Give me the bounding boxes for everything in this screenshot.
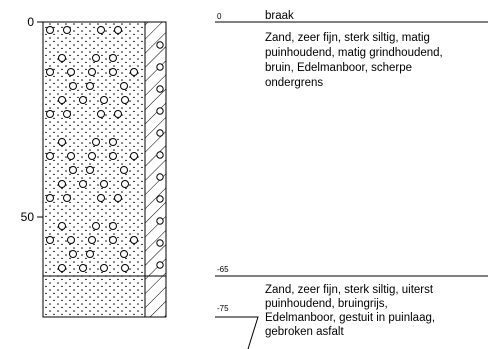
gravel-circle bbox=[120, 82, 128, 90]
depth-tick-50: 50 bbox=[21, 210, 43, 224]
gravel-circle bbox=[114, 110, 122, 118]
gravel-circle bbox=[92, 222, 100, 230]
gravel-circle bbox=[58, 138, 66, 146]
gravel-circle bbox=[109, 54, 117, 62]
layer-1-line-1: Zand, zeer fijn, sterk siltig, matig bbox=[265, 32, 430, 44]
hatch-gravel-circle bbox=[156, 261, 164, 269]
hatch-gravel-circle bbox=[156, 85, 164, 93]
gravel-circle bbox=[58, 264, 66, 272]
gravel-circle bbox=[46, 26, 54, 34]
gravel-circle bbox=[69, 166, 77, 174]
gravel-circle bbox=[97, 194, 105, 202]
layer-1-bottom-depth: -65 bbox=[217, 265, 229, 274]
gravel-circle bbox=[63, 194, 71, 202]
gravel-symbols bbox=[46, 26, 138, 272]
hatch-gravel-circle bbox=[156, 107, 164, 115]
layer-1-line-3: bruin, Edelmanboor, scherpe bbox=[265, 62, 412, 74]
layer-2-line-2: puinhoudend, bruingrijs, bbox=[265, 298, 388, 310]
gravel-circle bbox=[88, 236, 96, 244]
hatch-gravel-circle bbox=[156, 217, 164, 225]
gravel-circle bbox=[114, 26, 122, 34]
gravel-circle bbox=[88, 68, 96, 76]
gravel-circle bbox=[67, 236, 75, 244]
gravel-circle bbox=[58, 96, 66, 104]
lithology-column bbox=[42, 21, 167, 318]
sand-layer-fill bbox=[43, 22, 145, 317]
gravel-circle bbox=[120, 166, 128, 174]
gravel-circle bbox=[130, 152, 138, 160]
gravel-circle bbox=[67, 152, 75, 160]
layer-1-line-4: ondergrens bbox=[265, 77, 323, 89]
gravel-circle bbox=[120, 250, 128, 258]
gravel-circle bbox=[58, 222, 66, 230]
depth-tick-label-0: 0 bbox=[27, 15, 34, 29]
layer-2-line-3: Edelmanboor, gestuit in puinlaag, bbox=[265, 312, 435, 324]
gravel-circle bbox=[46, 68, 54, 76]
gravel-circle bbox=[88, 152, 96, 160]
gravel-circle bbox=[100, 180, 108, 188]
gravel-circle bbox=[69, 82, 77, 90]
gravel-circle bbox=[100, 96, 108, 104]
gravel-circle bbox=[109, 152, 117, 160]
hatch-gravel-circle bbox=[156, 129, 164, 137]
column-outline bbox=[42, 21, 167, 318]
gravel-circle bbox=[79, 96, 87, 104]
hatch-gravel-circle bbox=[156, 173, 164, 181]
gravel-circle bbox=[58, 54, 66, 62]
hatch-gravel-circle bbox=[156, 63, 164, 71]
depth-tick-0: 0 bbox=[27, 15, 43, 29]
hatch-gravel-circle bbox=[156, 239, 164, 247]
layer-1-top-depth: 0 bbox=[217, 12, 222, 21]
gravel-circle bbox=[130, 236, 138, 244]
depth-tick-label-50: 50 bbox=[21, 210, 35, 224]
hatch-gravel-circle bbox=[156, 195, 164, 203]
hatch-gravel-circle bbox=[156, 41, 164, 49]
gravel-circle bbox=[121, 96, 129, 104]
gravel-circle bbox=[79, 180, 87, 188]
gravel-circle bbox=[46, 110, 54, 118]
layer-2-bottom-depth: -75 bbox=[217, 304, 229, 313]
gravel-circle bbox=[109, 222, 117, 230]
layer-2-leader-line bbox=[215, 316, 259, 349]
gravel-circle bbox=[92, 54, 100, 62]
gravel-circle bbox=[109, 68, 117, 76]
gravel-circle bbox=[92, 138, 100, 146]
gravel-circle bbox=[130, 68, 138, 76]
gravel-circle bbox=[67, 68, 75, 76]
gravel-circle bbox=[86, 166, 94, 174]
layer-2-line-1: Zand, zeer fijn, sterk siltig, uiterst bbox=[265, 284, 434, 296]
gravel-circle bbox=[79, 264, 87, 272]
layer-2-top-marker: -65 bbox=[215, 265, 488, 277]
gravel-circle bbox=[46, 194, 54, 202]
gravel-circle bbox=[109, 236, 117, 244]
depth-axis: 0 50 bbox=[21, 15, 44, 317]
gravel-circle bbox=[58, 180, 66, 188]
layer-2-description: -75 Zand, zeer fijn, sterk siltig, uiter… bbox=[215, 284, 435, 349]
layer-1-name: braak bbox=[265, 10, 294, 22]
gravel-circle bbox=[97, 26, 105, 34]
gravel-circle bbox=[109, 138, 117, 146]
gravel-circle bbox=[100, 264, 108, 272]
gravel-circle bbox=[63, 26, 71, 34]
gravel-circle bbox=[121, 180, 129, 188]
gravel-circle bbox=[114, 194, 122, 202]
gravel-circle bbox=[97, 110, 105, 118]
gravel-circle bbox=[63, 110, 71, 118]
gravel-circle bbox=[69, 250, 77, 258]
gravel-circle bbox=[46, 152, 54, 160]
layer-1-line-2: puinhoudend, matig grindhoudend, bbox=[265, 47, 443, 59]
hatch-gravel-circle bbox=[156, 151, 164, 159]
gravel-circle bbox=[121, 264, 129, 272]
hatch-gravel-symbols bbox=[156, 41, 164, 269]
gravel-circle bbox=[86, 82, 94, 90]
layer-2-line-4: gebroken asfalt bbox=[265, 326, 344, 338]
gravel-circle bbox=[86, 250, 94, 258]
layer-1-description: 0 braak Zand, zeer fijn, sterk siltig, m… bbox=[215, 10, 488, 89]
gravel-circle bbox=[46, 236, 54, 244]
